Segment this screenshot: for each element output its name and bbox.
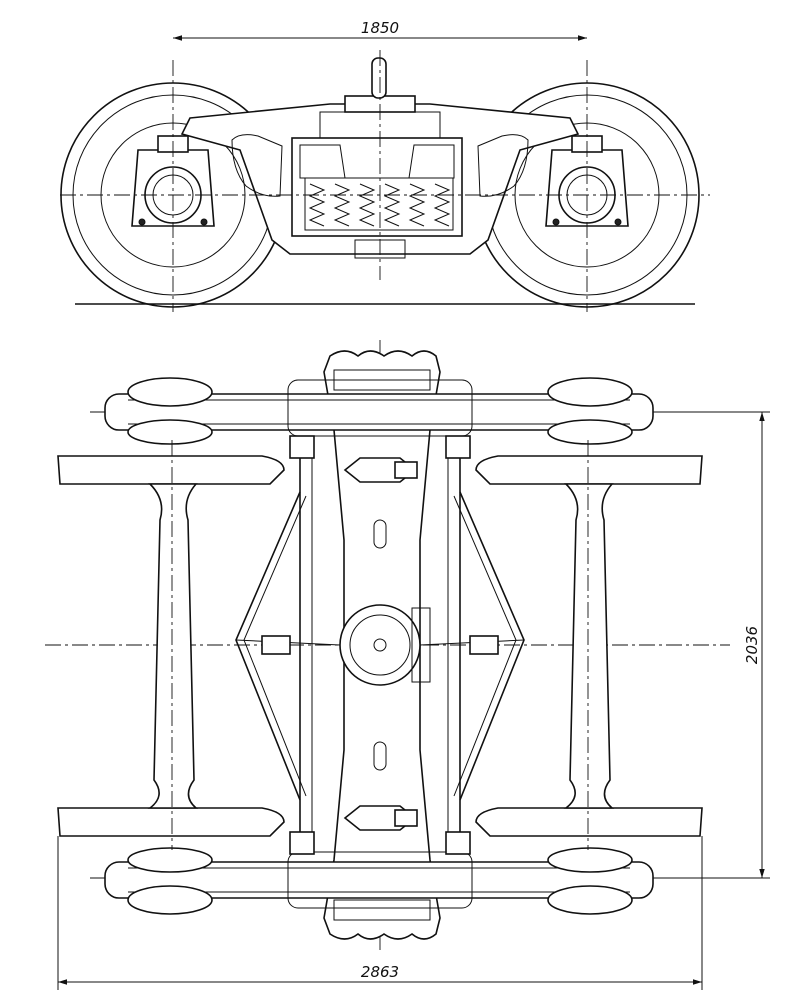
wheelbase-label: 1850 (361, 19, 399, 37)
bottom-side-frame (104, 847, 654, 915)
overall-length-dimension: 2863 (57, 836, 703, 990)
wheelbase-dimension: 1850 (173, 19, 587, 41)
overall-length-label: 2863 (361, 963, 399, 981)
track-dimension: 2036 (653, 411, 770, 879)
frame-bolts (289, 435, 471, 855)
side-view: 1850 (60, 19, 710, 312)
top-side-frame (104, 377, 654, 445)
slot-bottom (373, 741, 387, 771)
side-bearing-top (343, 457, 418, 483)
bolster-end-bottom (333, 899, 431, 921)
slot-top (373, 519, 387, 549)
friction-wedge-right (408, 144, 455, 179)
left-wheelset (57, 440, 285, 850)
frame-window-left (231, 134, 283, 197)
center-pin (371, 57, 387, 99)
side-bearing-bottom (343, 805, 418, 831)
track-label: 2036 (743, 626, 761, 664)
top-view: 2036 2863 (45, 340, 770, 990)
spring-set (304, 177, 454, 231)
right-wheelset (475, 440, 703, 850)
cross-braces (235, 491, 525, 801)
frame-window-right (477, 134, 529, 197)
friction-wedge-left (299, 144, 346, 179)
